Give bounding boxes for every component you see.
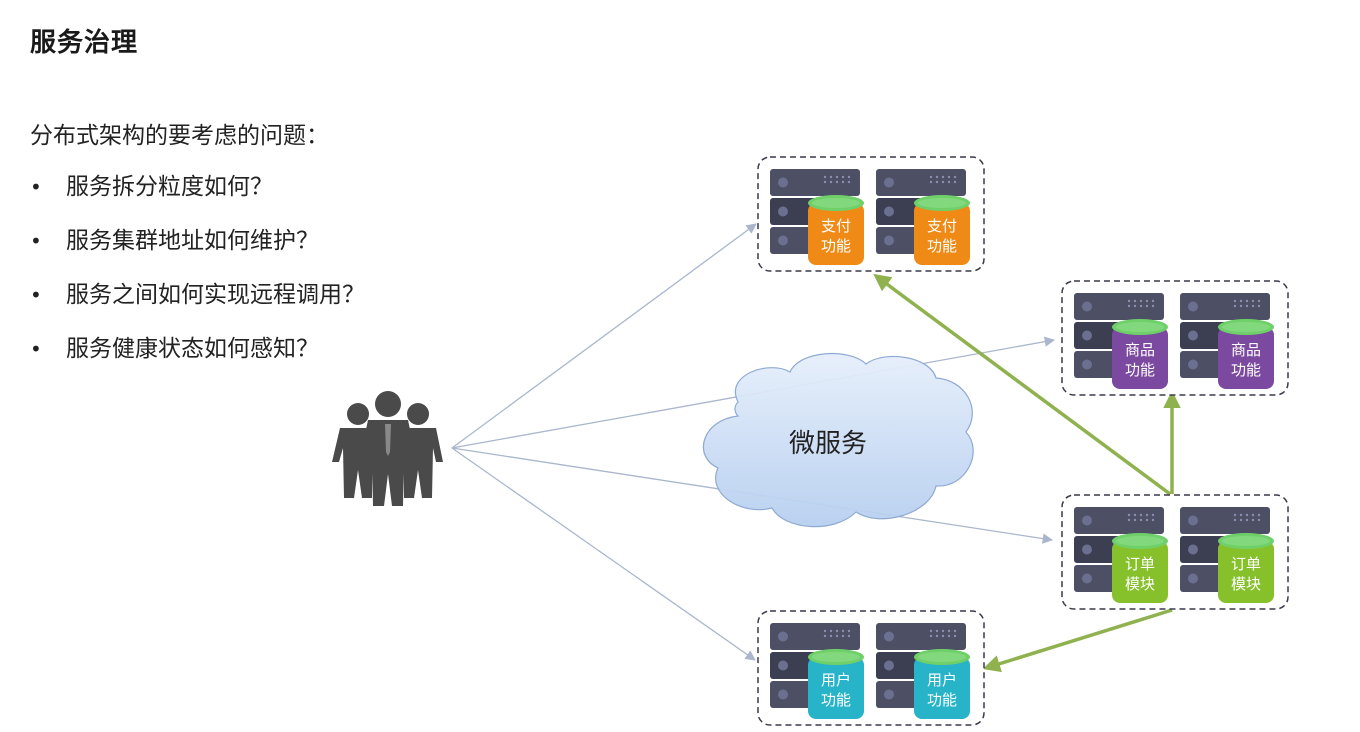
cloud-label: 微服务 bbox=[789, 429, 867, 459]
service-label-line1: 用户 bbox=[927, 671, 957, 689]
question-list: • 服务拆分粒度如何？ • 服务集群地址如何维护？ • 服务之间如何实现远程调用？ •… bbox=[30, 170, 365, 386]
list-item-text: 服务拆分粒度如何？ bbox=[66, 174, 273, 200]
service-label-line1: 商品 bbox=[1125, 341, 1155, 359]
service-label-line1: 订单 bbox=[1231, 555, 1261, 573]
service-label-line2: 模块 bbox=[1231, 575, 1261, 593]
list-item-text: 服务集群地址如何维护？ bbox=[66, 228, 319, 254]
service-call-arrows bbox=[873, 273, 1181, 673]
bullet-icon: • bbox=[30, 337, 42, 361]
cloud-shape: 微服务 bbox=[702, 352, 974, 528]
bullet-icon: • bbox=[30, 175, 42, 199]
service-label-line1: 支付 bbox=[927, 217, 957, 235]
arrow-to-user bbox=[451, 447, 756, 661]
list-item: • 服务拆分粒度如何？ bbox=[30, 170, 365, 224]
users-icon bbox=[332, 391, 443, 506]
service-label-line1: 用户 bbox=[821, 671, 851, 689]
question-heading: 分布式架构的要考虑的问题： bbox=[30, 123, 329, 149]
service-label-line2: 模块 bbox=[1125, 575, 1155, 593]
service-label-line2: 功能 bbox=[927, 691, 957, 709]
list-item: • 服务之间如何实现远程调用？ bbox=[30, 278, 365, 332]
bullet-icon: • bbox=[30, 283, 42, 307]
list-item-text: 服务之间如何实现远程调用？ bbox=[66, 282, 365, 308]
service-label-line2: 功能 bbox=[1231, 361, 1261, 379]
arrow-order-to-pay bbox=[873, 273, 1172, 496]
service-label-line2: 功能 bbox=[1125, 361, 1155, 379]
service-label-line2: 功能 bbox=[821, 691, 851, 709]
arrow-order-to-user bbox=[982, 608, 1173, 673]
service-label-line1: 商品 bbox=[1231, 341, 1261, 359]
list-item: • 服务集群地址如何维护？ bbox=[30, 224, 365, 278]
service-label-line2: 功能 bbox=[821, 237, 851, 255]
list-item-text: 服务健康状态如何感知？ bbox=[66, 336, 319, 362]
service-label-line1: 支付 bbox=[821, 217, 851, 235]
page-title: 服务治理 bbox=[30, 28, 139, 58]
service-label-line2: 功能 bbox=[927, 237, 957, 255]
list-item: • 服务健康状态如何感知？ bbox=[30, 332, 365, 386]
arrow-to-pay bbox=[451, 223, 757, 449]
bullet-icon: • bbox=[30, 229, 42, 253]
service-label-line1: 订单 bbox=[1125, 555, 1155, 573]
